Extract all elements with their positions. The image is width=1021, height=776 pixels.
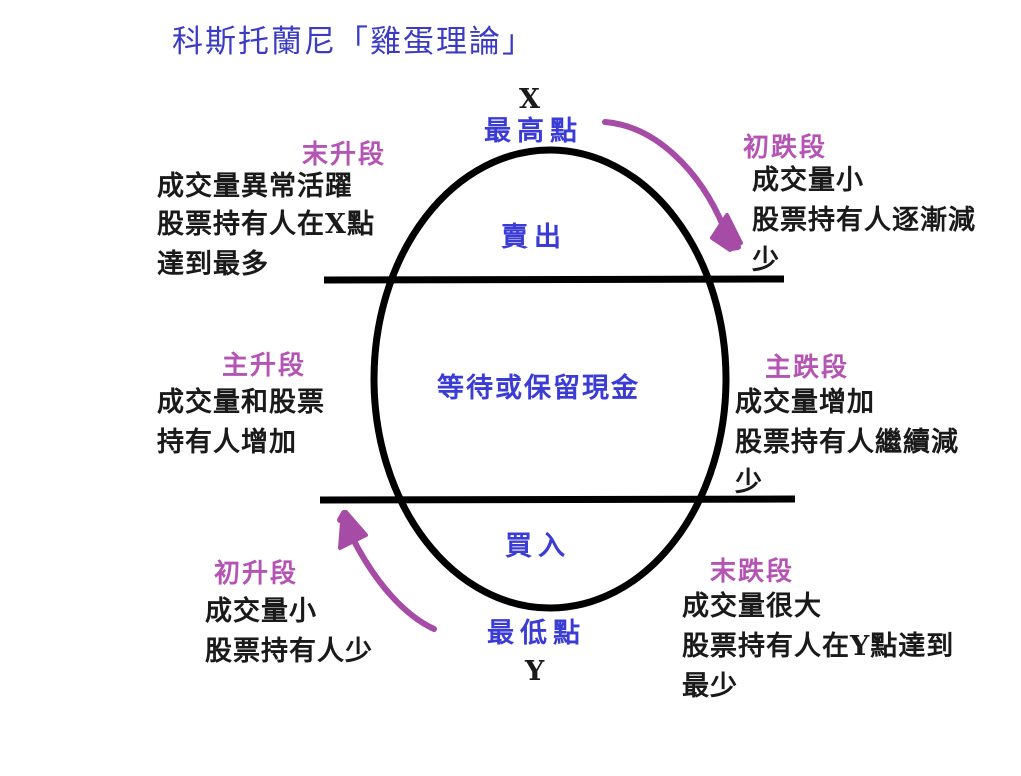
stage-line-early-fall-2: 股票持有人逐漸減 [752,205,976,236]
stage-line-early-rise-1: 成交量小 [205,596,317,627]
top-point-letter: X [519,84,540,115]
stage-header-main-rise: 主升段 [222,351,307,381]
stage-line-main-fall-1: 成交量增加 [735,387,875,418]
stage-line-late-fall-2: 股票持有人在Y點達到 [682,631,955,662]
stage-header-early-rise: 初升段 [214,559,299,589]
egg-ellipse [370,146,730,612]
stage-line-late-fall-1: 成交量很大 [682,591,822,622]
stage-line-early-rise-2: 股票持有人少 [205,636,373,667]
stage-line-main-rise-2: 持有人增加 [157,427,297,458]
inner-label-buy: 買入 [505,531,571,562]
stage-header-late-fall: 末跌段 [710,557,795,587]
stage-line-main-fall-3: 少 [735,467,763,498]
stage-header-late-rise: 末升段 [302,140,387,170]
descend-arrow-icon [602,119,743,252]
stage-line-main-fall-2: 股票持有人繼續減 [735,427,959,458]
stage-header-early-fall: 初跌段 [743,133,828,163]
stage-line-main-rise-1: 成交量和股票 [157,387,325,418]
bottom-point-letter: Y [525,656,545,687]
stage-line-early-fall-3: 少 [752,245,780,276]
top-point-label: 最高點 [484,116,583,147]
stage-line-late-fall-3: 最少 [682,671,738,702]
ascend-arrow-icon [337,510,437,632]
stage-line-late-rise-3: 達到最多 [157,249,269,280]
stage-line-late-rise-2: 股票持有人在X點 [157,209,375,240]
page-title: 科斯托蘭尼「雞蛋理論」 [172,24,535,60]
inner-label-sell: 賣出 [501,222,567,253]
stage-line-early-fall-1: 成交量小 [752,165,864,196]
upper-divider-line [323,275,785,284]
bottom-point-label: 最低點 [487,618,586,649]
lower-divider-line [319,495,796,504]
inner-label-hold-cash: 等待或保留現金 [437,373,640,404]
stage-header-main-fall: 主跌段 [765,353,850,383]
stage-line-late-rise-1: 成交量異常活躍 [157,171,353,202]
